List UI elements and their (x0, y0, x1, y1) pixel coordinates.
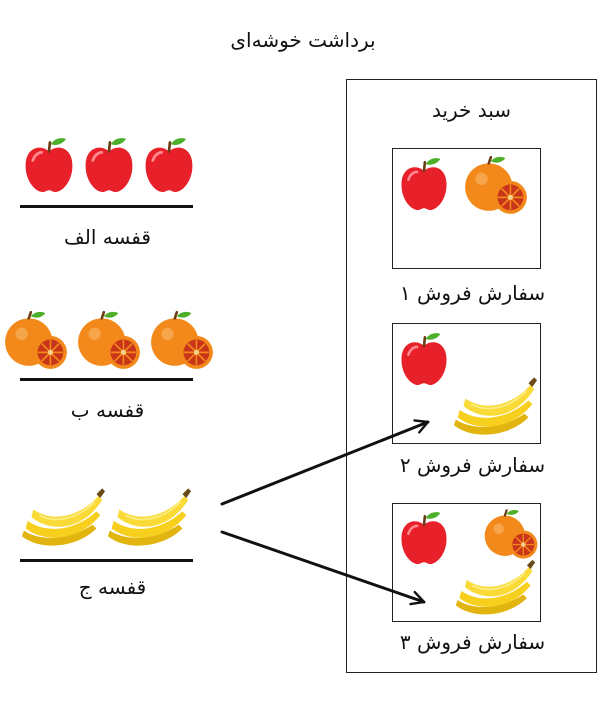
order-2-label: سفارش فروش ۲ (399, 453, 546, 477)
shelf-line (20, 205, 193, 208)
cart-title: سبد خرید (431, 98, 512, 122)
order-1-label: سفارش فروش ۱ (399, 281, 546, 305)
order-3-label: سفارش فروش ۳ (399, 630, 546, 654)
diagram-title: برداشت خوشه‌ای (230, 28, 376, 52)
shelf-line (20, 378, 193, 381)
arrow-shelf-c-to-order-2 (220, 419, 430, 506)
shelf-label: قفسه ج (78, 575, 147, 599)
shelf-label: قفسه ب (70, 398, 145, 422)
shelf-line (20, 559, 193, 562)
shelf-label: قفسه الف (64, 225, 151, 249)
shopping-cart (346, 79, 597, 673)
arrow-shelf-c-to-order-3 (220, 530, 426, 606)
